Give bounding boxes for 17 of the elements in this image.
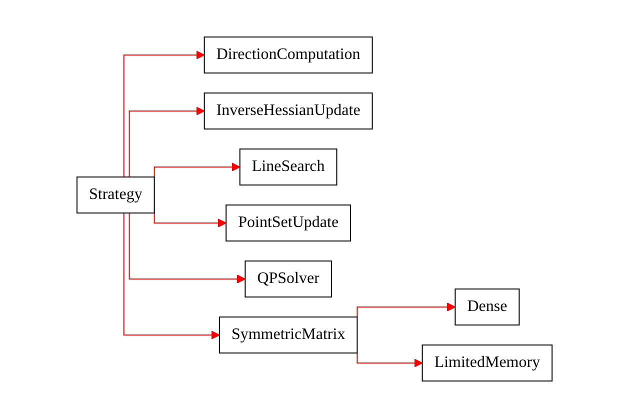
node-box: QPSolver [244, 260, 332, 298]
node-box: LineSearch [239, 148, 338, 186]
node-box: SymmetricMatrix [218, 316, 358, 354]
node-box: Dense [454, 288, 520, 326]
node-box: InverseHessianUpdate [204, 92, 373, 130]
arrow [356, 302, 456, 318]
arrow [123, 50, 205, 178]
node-box: PointSetUpdate [226, 204, 351, 242]
arrow [356, 352, 423, 368]
arrow [123, 212, 220, 340]
arrow [128, 106, 205, 178]
arrow [128, 212, 246, 284]
arrow [154, 162, 240, 178]
node-box: LimitedMemory [422, 344, 553, 382]
arrow [154, 212, 226, 228]
node-box: Strategy [76, 176, 155, 214]
node-box: DirectionComputation [204, 36, 373, 74]
